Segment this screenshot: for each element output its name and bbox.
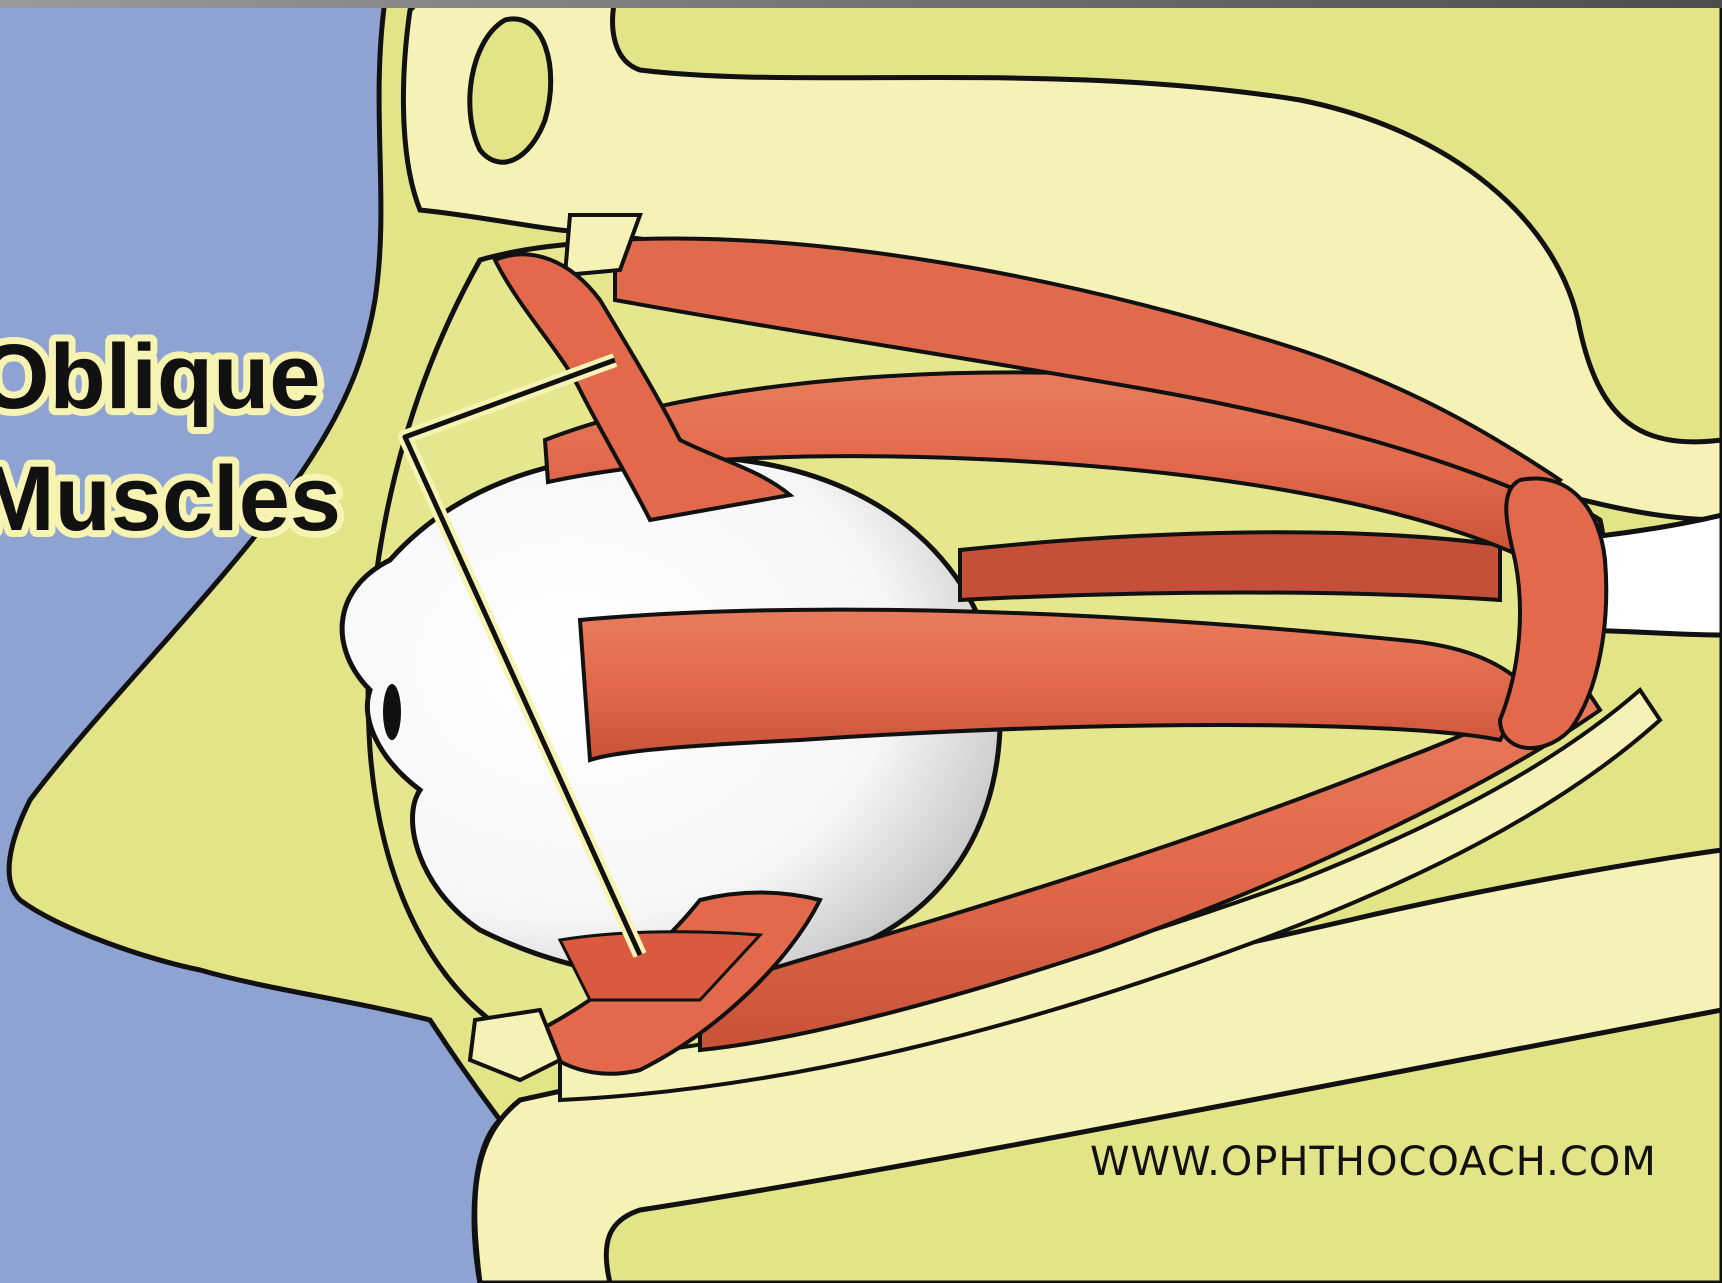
website-credit: WWW.OPHTHOCOACH.COM <box>1090 1139 1657 1185</box>
top-frame-bar <box>0 0 1722 8</box>
lateral-rectus-muscle <box>960 532 1500 600</box>
label-line-2: Muscles <box>0 448 341 550</box>
pupil <box>383 684 401 740</box>
label-line-1: Oblique <box>0 326 320 428</box>
